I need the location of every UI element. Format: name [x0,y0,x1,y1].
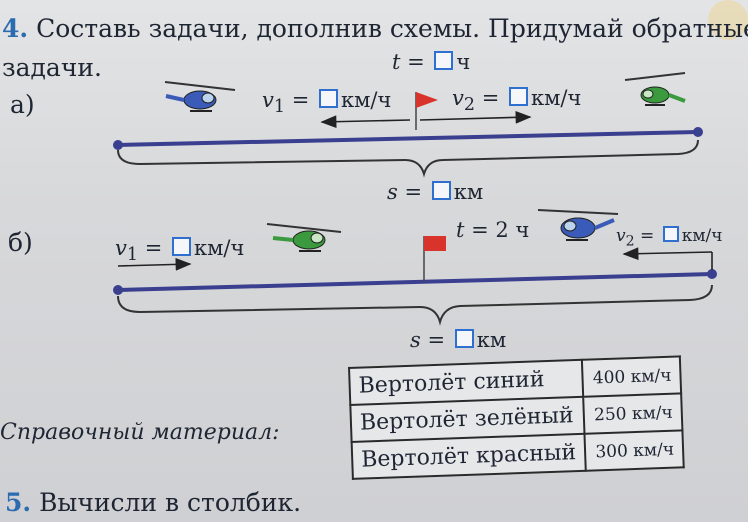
answer-box[interactable] [508,87,528,106]
task4-text-line1: Составь задачи, дополнив схемы. Придумай… [36,14,748,43]
part-a-brace [117,139,699,178]
answer-box[interactable] [662,226,679,242]
part-a-distance-line [117,130,699,147]
part-b-label: б) [8,228,33,257]
part-b-v1: v1 = км/ч [115,236,245,266]
answer-box[interactable] [318,89,338,108]
part-a-start-dot [113,140,123,150]
part-a-time: t = ч [392,50,471,74]
task4-number: 4. [2,14,29,43]
helicopter-speed: 300 км/ч [584,430,684,471]
part-a-left-helicopter-icon [164,81,236,112]
answer-box[interactable] [171,237,191,256]
helicopter-name: Вертолёт красный [351,433,586,479]
task5-text: Вычисли в столбик. [39,488,302,517]
helicopter-speed: 250 км/ч [583,393,683,434]
part-a-flag-icon [416,92,438,108]
part-a-distance: s = км [387,180,484,204]
task4-text-line2: задачи. [2,53,102,82]
answer-box[interactable] [431,181,451,200]
part-b-green-helicopter-icon [266,223,342,252]
helicopter-speed: 400 км/ч [581,356,682,397]
task5-number: 5. [5,488,32,517]
part-a-arrow-right [419,110,532,124]
part-b-arrow-right [117,258,192,271]
part-a-v1: v1 = км/ч [262,88,392,118]
corner-sticker [708,0,748,40]
part-b-blue-helicopter-icon [537,209,619,241]
task4-heading: 4. Составь задачи, дополнив схемы. Приду… [2,14,748,43]
reference-table: Вертолёт синий 400 км/ч Вертолёт зелёный… [348,355,685,480]
part-a-v2: v2 = км/ч [452,86,582,116]
part-b-start-dot [113,285,123,295]
part-a-label: а) [10,90,35,119]
part-b-distance-line [117,272,713,292]
part-b-brace [117,284,713,326]
part-b-v2: v2 = км/ч [616,226,723,250]
answer-box[interactable] [434,51,454,70]
answer-box[interactable] [454,329,474,348]
reference-label: Справочный материал: [0,420,280,445]
part-b-distance: s = км [410,328,507,352]
part-a-arrow-left [320,115,411,129]
part-b-time: t = 2 ч [456,218,530,242]
part-b-arrow-left-head [622,247,713,261]
task5-heading: 5. Вычисли в столбик. [5,488,301,517]
part-b-flag-icon [424,236,446,251]
part-a-right-helicopter-icon [624,72,686,106]
part-a-end-dot [693,127,703,137]
part-b-end-dot [707,269,717,279]
